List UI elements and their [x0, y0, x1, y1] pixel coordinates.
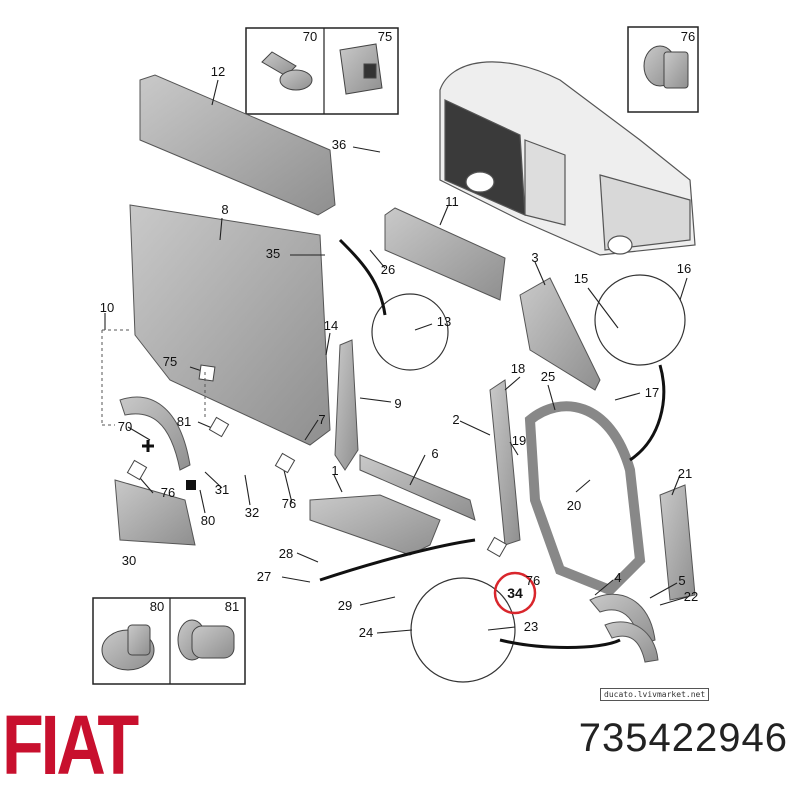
label-16: 16	[677, 261, 691, 276]
detail-circle-15	[594, 274, 686, 366]
label-7: 7	[318, 412, 325, 427]
label-70b: 70	[118, 419, 132, 434]
arch-piece-22	[604, 621, 659, 663]
label-30: 30	[122, 553, 136, 568]
detail-circle-23	[410, 577, 516, 683]
label-27: 27	[257, 569, 271, 584]
label-12: 12	[211, 64, 225, 79]
label-35: 35	[266, 246, 280, 261]
panel-30	[114, 479, 196, 546]
label-26: 26	[381, 262, 395, 277]
part-number: 735422946	[578, 716, 788, 760]
label-13: 13	[437, 314, 451, 329]
label-3: 3	[531, 250, 538, 265]
label-23: 23	[524, 619, 538, 634]
clip-76-drawing	[643, 45, 689, 89]
label-76c: 76	[282, 496, 296, 511]
label-28: 28	[279, 546, 293, 561]
step-1	[309, 494, 441, 556]
label-9: 9	[394, 396, 401, 411]
leader-lines	[104, 79, 688, 634]
fiat-logo-text: FIAT	[2, 702, 139, 782]
label-25: 25	[541, 369, 555, 384]
van-illustration	[439, 61, 696, 256]
label-2: 2	[452, 412, 459, 427]
label-76b: 76	[161, 485, 175, 500]
label-8: 8	[221, 202, 228, 217]
watermark-url: ducato.lvivmarket.net	[600, 688, 710, 701]
label-75b: 75	[163, 354, 177, 369]
label-20: 20	[567, 498, 581, 513]
arch-liner-10	[119, 396, 191, 471]
panel-11	[384, 207, 506, 301]
side-panel-8	[129, 204, 331, 446]
label-29: 29	[338, 598, 352, 613]
label-70: 70	[303, 29, 317, 44]
clip-75-drawing	[339, 43, 383, 95]
grommet-81-drawing	[177, 619, 235, 661]
label-19: 19	[512, 433, 526, 448]
fiat-logo: FIAT	[2, 702, 142, 782]
note-boxes	[126, 364, 508, 558]
label-5: 5	[678, 573, 685, 588]
panel-3	[519, 277, 601, 391]
part-70-marker	[142, 440, 154, 452]
roof-rail-12	[139, 74, 336, 216]
bracket-10	[101, 329, 206, 426]
highlight-ring-34	[493, 571, 537, 615]
label-34: 34	[507, 585, 523, 601]
pillar-9	[334, 339, 359, 471]
label-10: 10	[100, 300, 114, 315]
label-31: 31	[215, 482, 229, 497]
label-81: 81	[177, 414, 191, 429]
sill-6	[359, 454, 476, 521]
label-11: 11	[445, 194, 459, 209]
label-36: 36	[332, 137, 346, 152]
label-17: 17	[645, 385, 659, 400]
detail-circle-13	[371, 293, 449, 371]
label-75: 75	[378, 29, 392, 44]
part-80-marker	[186, 480, 196, 490]
label-32: 32	[245, 505, 259, 520]
label-21: 21	[678, 466, 692, 481]
door-frame-25	[524, 401, 646, 596]
pillar-18	[489, 379, 521, 546]
label-14: 14	[324, 318, 338, 333]
callout-labels: 12 70 75 76 36 8 11 35 26 3 15 16 13 10 …	[100, 29, 698, 640]
label-80b: 80	[150, 599, 164, 614]
label-6: 6	[431, 446, 438, 461]
bolt-70-drawing	[261, 51, 313, 91]
label-1: 1	[331, 463, 338, 478]
label-15: 15	[574, 271, 588, 286]
label-80: 80	[201, 513, 215, 528]
label-76: 76	[681, 29, 695, 44]
label-24: 24	[359, 625, 373, 640]
nut-80-drawing	[101, 624, 155, 671]
label-22: 22	[684, 589, 698, 604]
label-4: 4	[614, 570, 621, 585]
label-76d: 76	[526, 573, 540, 588]
label-81b: 81	[225, 599, 239, 614]
panel-21	[659, 484, 696, 601]
label-18: 18	[511, 361, 525, 376]
